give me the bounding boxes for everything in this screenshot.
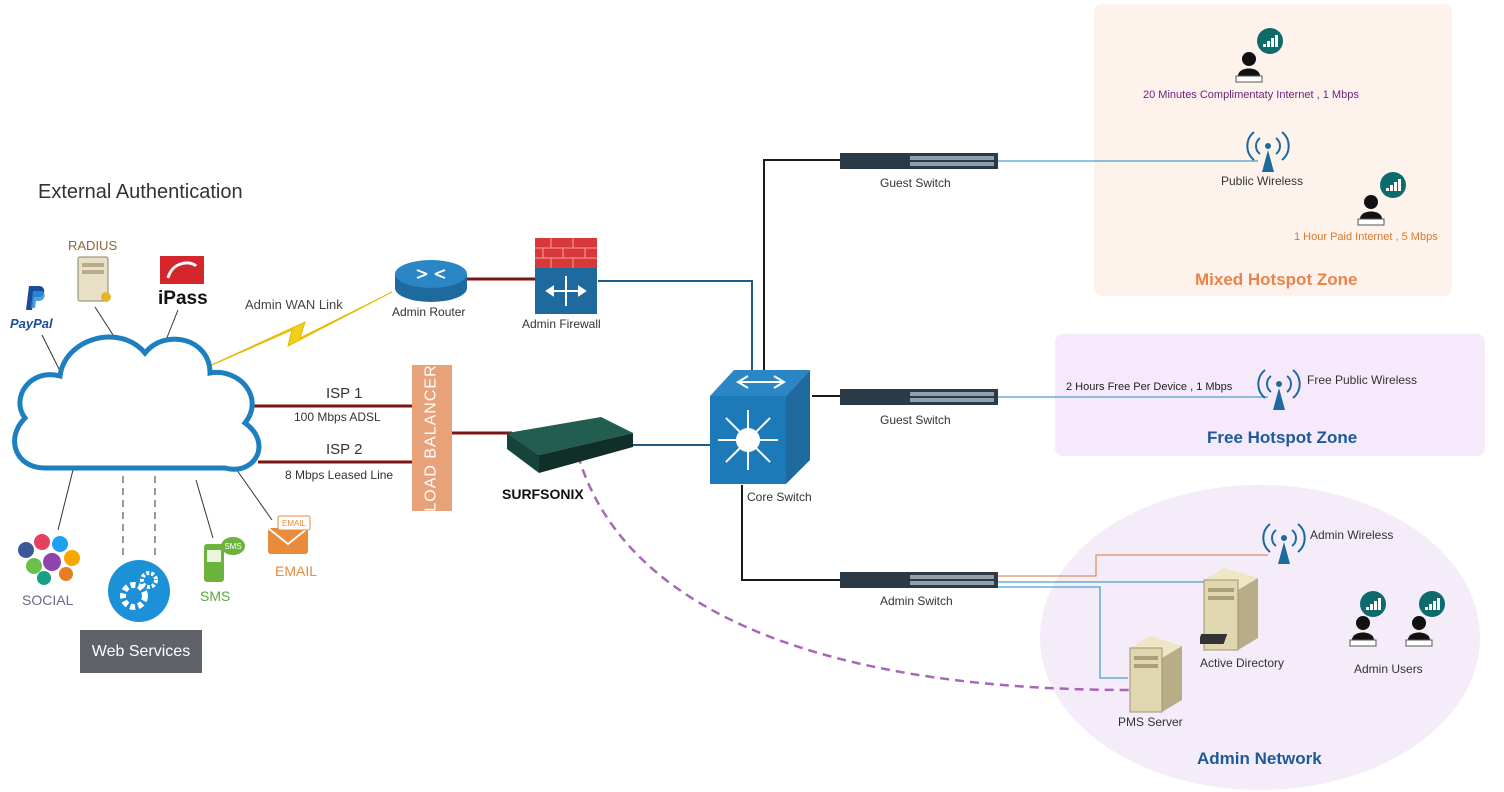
admin-wireless-ap-icon bbox=[1262, 523, 1306, 564]
active-directory-label: Active Directory bbox=[1200, 656, 1285, 670]
user-icon bbox=[1357, 195, 1385, 226]
load-balancer-label: LOAD BALANCER bbox=[423, 364, 441, 512]
core-switch-label: Core Switch bbox=[747, 490, 812, 504]
admin-user-icon bbox=[1405, 616, 1433, 647]
admin-firewall-label: Admin Firewall bbox=[522, 317, 601, 331]
ipass-logo-icon bbox=[160, 256, 204, 284]
mixed-plan1-label: 20 Minutes Complimentaty Internet , 1 Mb… bbox=[1143, 89, 1359, 101]
admin-user-icon bbox=[1349, 616, 1377, 647]
radius-cloud-link bbox=[94, 306, 116, 339]
admin-wireless-link bbox=[996, 554, 1268, 577]
firewall-core-link bbox=[598, 280, 753, 372]
guest-switch-2-label: Guest Switch bbox=[880, 413, 951, 427]
sms-label: SMS bbox=[200, 588, 231, 604]
social-cloud-link bbox=[57, 469, 74, 531]
web-services-box: Web Services bbox=[80, 630, 202, 673]
isp1-name-label: ISP 1 bbox=[326, 385, 363, 402]
core-switch-icon bbox=[710, 370, 810, 484]
core-admin-link bbox=[741, 485, 842, 581]
email-envelope-icon: EMAIL bbox=[267, 515, 311, 554]
admin-firewall-icon bbox=[535, 238, 597, 314]
admin-wan-link-label: Admin WAN Link bbox=[245, 297, 343, 312]
admin-network-title: Admin Network bbox=[1197, 749, 1322, 768]
isp1-speed-label: 100 Mbps ADSL bbox=[294, 410, 381, 424]
signal-badge-icon bbox=[1380, 172, 1406, 198]
admin-network-zone bbox=[1040, 485, 1480, 790]
load-balancer: LOAD BALANCER bbox=[412, 364, 452, 512]
public-wireless-label: Public Wireless bbox=[1221, 174, 1304, 188]
admin-router-label: Admin Router bbox=[392, 305, 466, 319]
admin-wireless-label: Admin Wireless bbox=[1310, 528, 1394, 542]
admin-users-label: Admin Users bbox=[1354, 662, 1423, 676]
free-zone-title: Free Hotspot Zone bbox=[1207, 428, 1358, 447]
guest-switch-2-icon bbox=[840, 389, 998, 405]
guest-switch-1-icon bbox=[840, 153, 998, 169]
radius-server-icon bbox=[77, 256, 111, 302]
email-badge-text: EMAIL bbox=[282, 519, 307, 528]
mixed-plan2-label: 1 Hour Paid Internet , 5 Mbps bbox=[1294, 231, 1438, 243]
public-wireless-ap-icon bbox=[1246, 131, 1290, 172]
svg-text:SMS: SMS bbox=[224, 542, 241, 551]
admin-pms-link bbox=[996, 586, 1128, 679]
free-hotspot-zone bbox=[1055, 334, 1485, 456]
isp2-speed-label: 8 Mbps Leased Line bbox=[285, 468, 394, 482]
admin-wan-lightning bbox=[204, 291, 393, 369]
ipass-label: iPass bbox=[158, 288, 208, 309]
email-cloud-link bbox=[233, 465, 273, 521]
web-services-gears-icon bbox=[108, 560, 170, 622]
internet-cloud-icon bbox=[12, 334, 262, 472]
social-label: SOCIAL bbox=[22, 592, 74, 608]
free-plan-label: 2 Hours Free Per Device , 1 Mbps bbox=[1066, 381, 1233, 393]
surfsonix-label: SURFSONIX bbox=[502, 486, 584, 502]
active-directory-server-icon bbox=[1200, 568, 1258, 651]
signal-badge-icon bbox=[1360, 591, 1386, 617]
radius-label: RADIUS bbox=[68, 238, 118, 253]
external-auth-title: External Authentication bbox=[38, 181, 243, 203]
free-wireless-ap-icon bbox=[1257, 369, 1301, 410]
mixed-zone-title: Mixed Hotspot Zone bbox=[1195, 270, 1358, 289]
admin-switch-icon bbox=[840, 572, 998, 588]
core-guest1-link bbox=[763, 159, 842, 375]
user-icon bbox=[1235, 52, 1263, 83]
isp2-name-label: ISP 2 bbox=[326, 441, 363, 458]
surfsonix-appliance-icon bbox=[507, 417, 633, 473]
sms-cloud-link bbox=[195, 479, 214, 539]
email-label: EMAIL bbox=[275, 563, 318, 579]
admin-router-icon bbox=[395, 260, 467, 302]
signal-badge-icon bbox=[1257, 28, 1283, 54]
guest-switch-1-label: Guest Switch bbox=[880, 176, 951, 190]
signal-badge-icon bbox=[1419, 591, 1445, 617]
sms-phone-icon: SMS bbox=[204, 537, 245, 582]
pms-server-icon bbox=[1129, 636, 1182, 713]
paypal-label: PayPal bbox=[10, 316, 53, 331]
free-wireless-label: Free Public Wireless bbox=[1307, 373, 1418, 387]
social-icons-cluster bbox=[18, 534, 80, 585]
paypal-logo-icon bbox=[26, 286, 45, 310]
pms-server-label: PMS Server bbox=[1118, 715, 1183, 729]
admin-switch-label: Admin Switch bbox=[880, 594, 953, 608]
paypal-cloud-link bbox=[41, 334, 63, 376]
pms-surfsonix-link bbox=[576, 454, 1131, 692]
